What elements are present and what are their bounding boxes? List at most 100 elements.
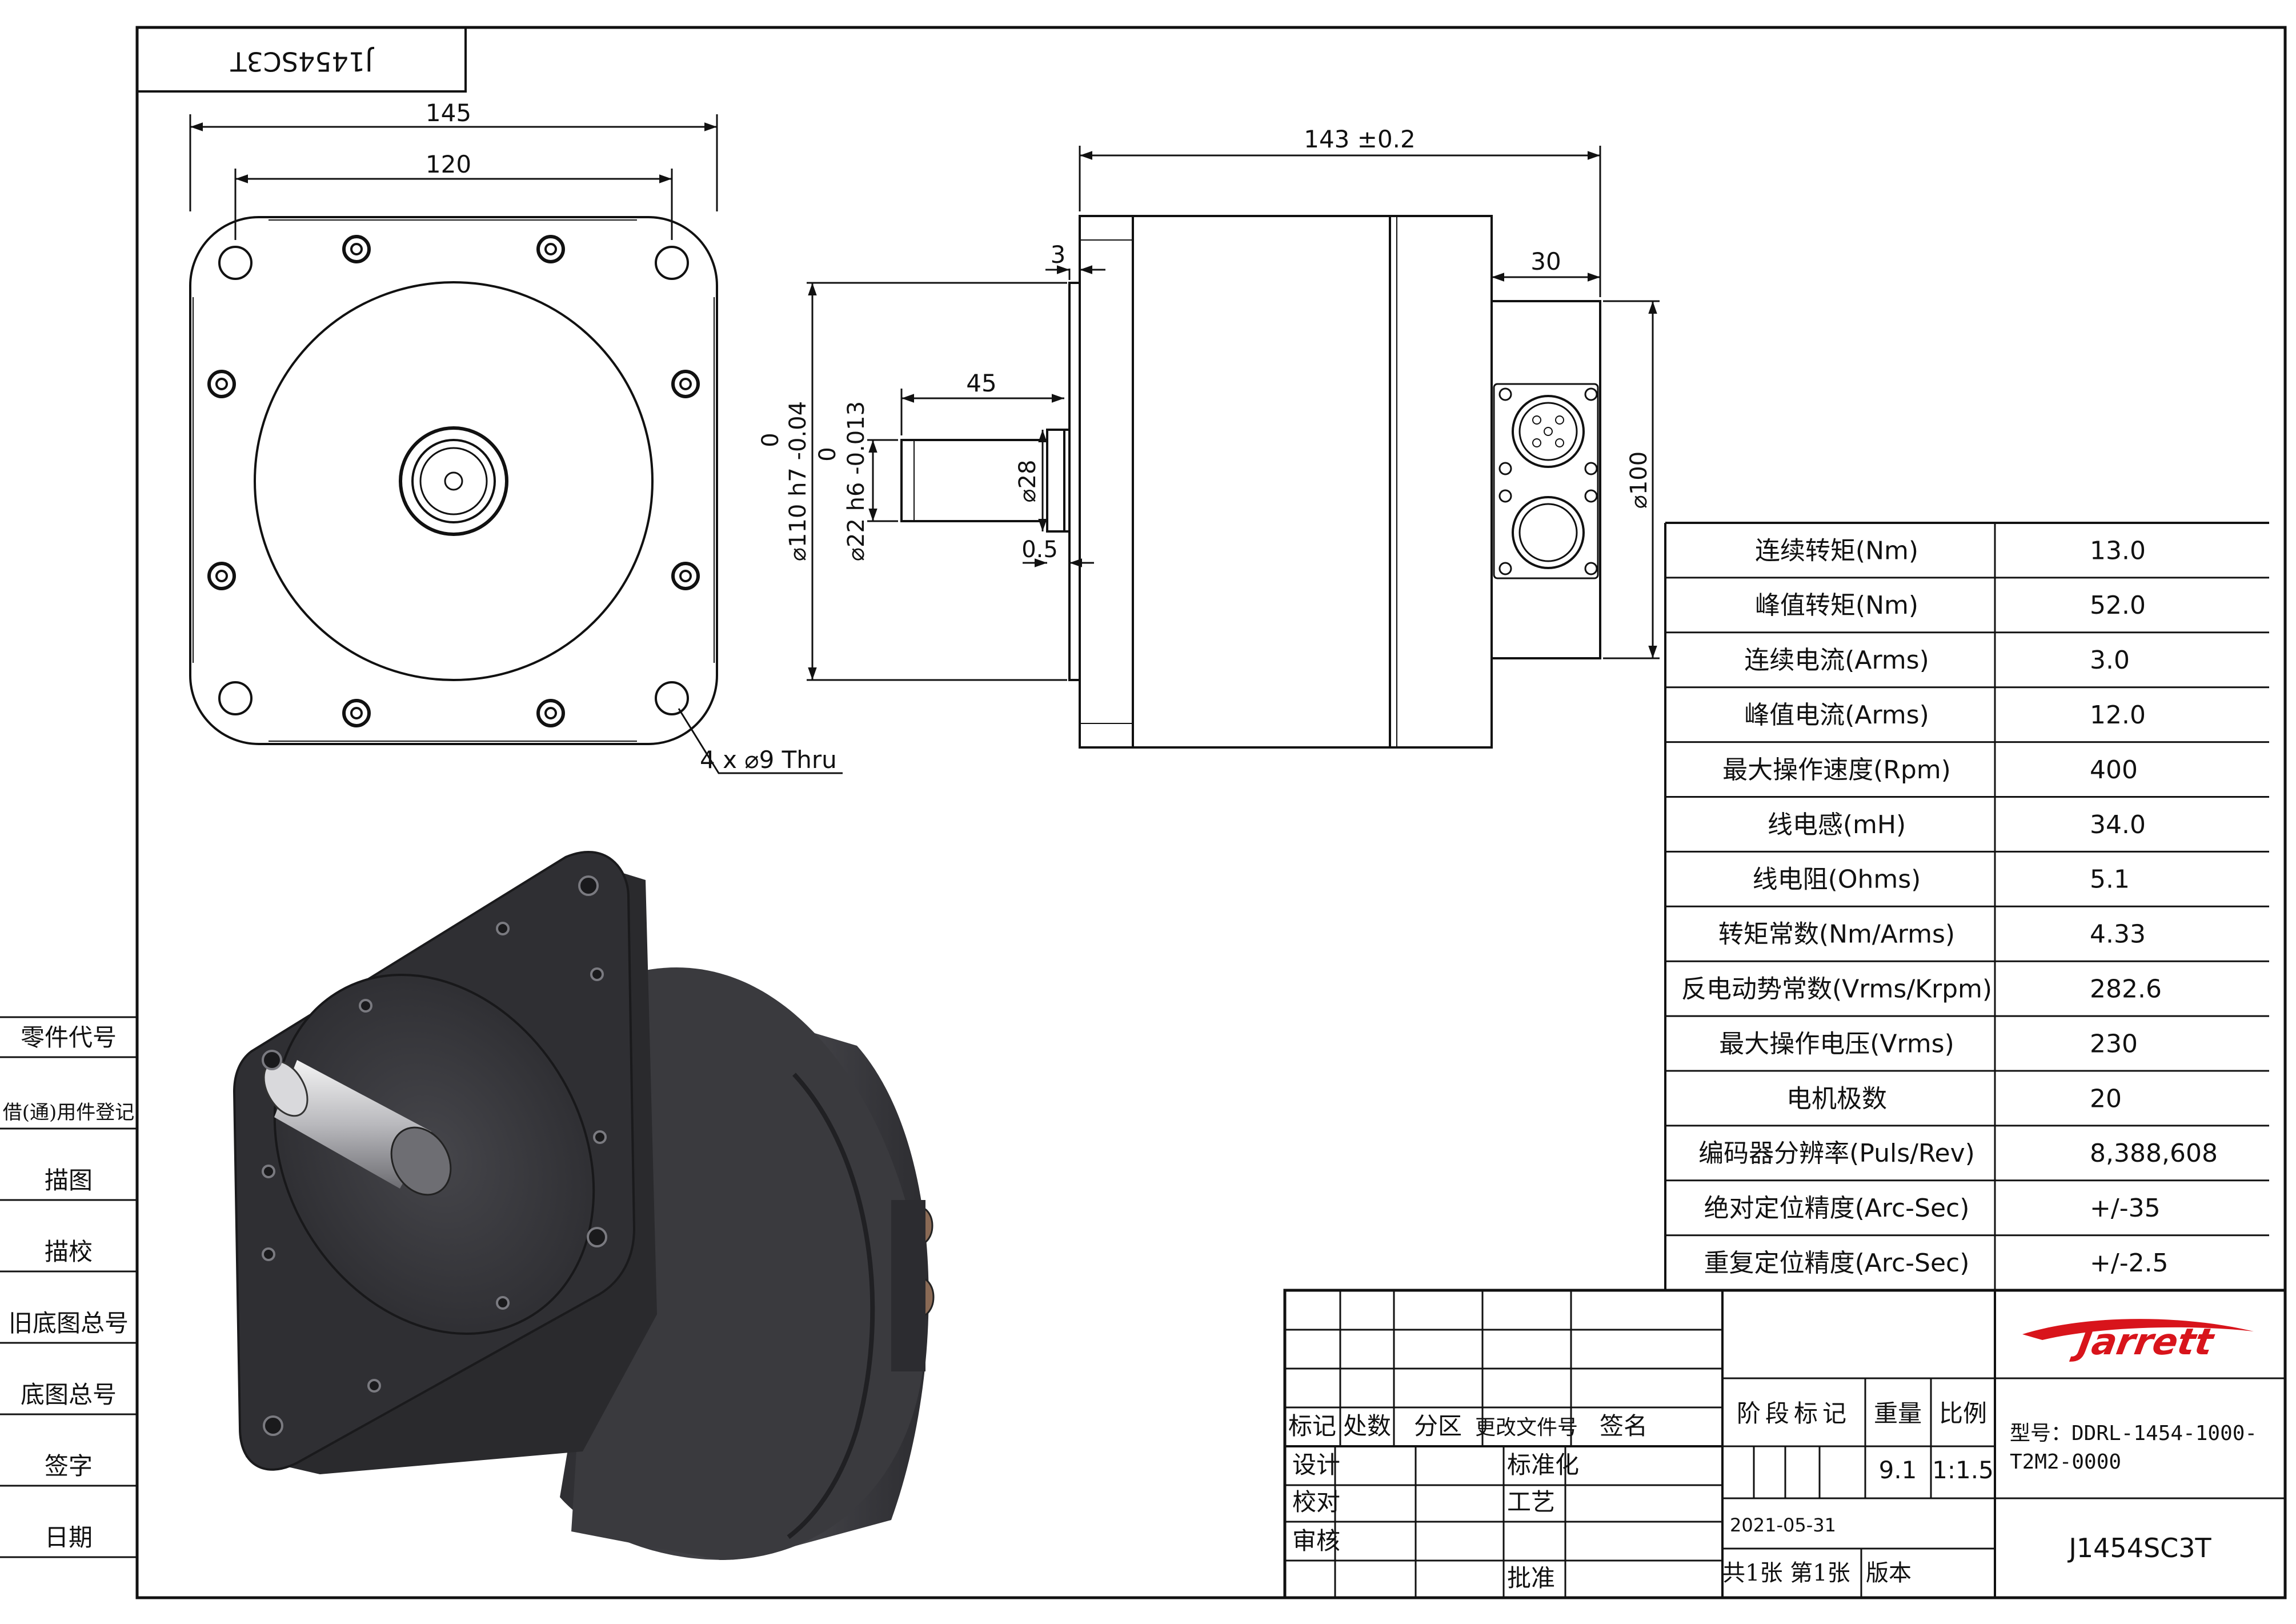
spec-value: 52.0 (2090, 591, 2146, 620)
motor-isometric-render (233, 850, 935, 1560)
sheet-frame (135, 26, 2287, 1599)
spec-label: 线电阻(Ohms) (1753, 865, 1921, 894)
spec-value: 230 (2090, 1029, 2138, 1058)
side-main-body (1132, 215, 1391, 749)
dim-bolt-spacing: 120 (426, 150, 471, 178)
logo-wordmark: Jarrett (2069, 1321, 2218, 1363)
rev-header-sign: 签名 (1600, 1412, 1648, 1440)
side-flange (1079, 215, 1134, 749)
spec-value: 282.6 (2090, 974, 2162, 1003)
value-weight: 9.1 (1879, 1456, 1917, 1484)
iso-connectors (891, 1200, 935, 1371)
spec-label: 绝对定位精度(Arc-Sec) (1704, 1194, 1970, 1223)
label-stage-mark: 阶段标记 (1737, 1399, 1851, 1427)
dim-flange-thickness: 3 (1051, 241, 1066, 269)
side-connector-housing (1490, 300, 1601, 659)
value-date: 2021-05-31 (1730, 1514, 1836, 1536)
mirrored-part-number: J1454SC3T (230, 46, 374, 77)
spec-label: 编码器分辨率(Puls/Rev) (1698, 1139, 1975, 1168)
left-margin-table (0, 1016, 137, 1558)
margin-label-trace-check: 描校 (45, 1238, 93, 1266)
label-standardize: 标准化 (1507, 1451, 1579, 1479)
iso-body-barrel (571, 967, 926, 1560)
spec-value: 4.33 (2090, 920, 2146, 949)
rev-header-change-doc: 更改文件号 (1475, 1416, 1578, 1439)
connector-block (1493, 383, 1599, 579)
drawing-number: J1454SC3T (2067, 1533, 2211, 1563)
label-design: 设计 (1292, 1451, 1340, 1479)
dim-shaft-dia-tol-upper: 0 (815, 447, 841, 461)
spec-label: 最大操作电压(Vrms) (1719, 1029, 1954, 1058)
spec-label: 转矩常数(Nm/Arms) (1718, 920, 1955, 949)
spec-value: 20 (2090, 1084, 2122, 1113)
dim-connector-length: 30 (1530, 247, 1561, 275)
threaded-holes (207, 235, 700, 727)
spec-value: 34.0 (2090, 810, 2146, 839)
dim-step-gap: 0.5 (1021, 537, 1058, 563)
corner-hole-bl (218, 681, 253, 715)
side-rear-cap (1389, 215, 1493, 749)
value-scale: 1:1.5 (1932, 1456, 1994, 1484)
logo-swoosh (2022, 1319, 2254, 1340)
label-sheet-info: 共1张 第1张 (1722, 1560, 1850, 1586)
title-block-text: 标记 处数 分区 更改文件号 签名 设计 标准化 校对 工艺 审核 批准 阶段标… (1288, 1399, 2257, 1592)
margin-label-part-code: 零件代号 (21, 1023, 117, 1051)
rev-header-mark: 标记 (1288, 1412, 1336, 1440)
front-body-circle (254, 281, 654, 681)
front-flange-inner-edge (193, 219, 715, 742)
left-margin-labels: 零件代号 借(通)用件登记 描图 描校 旧底图总号 底图总号 签字 日期 (3, 1023, 135, 1551)
label-weight: 重量 (1874, 1399, 1922, 1427)
dim-body-length: 143 ±0.2 (1304, 125, 1416, 153)
spec-label: 反电动势常数(Vrms/Krpm) (1681, 974, 1992, 1003)
dim-pilot-dia: ⌀110 h7 -0.04 (785, 401, 811, 561)
label-version: 版本 (1866, 1560, 1912, 1586)
margin-label-signature: 签字 (45, 1452, 93, 1480)
spec-value: 3.0 (2090, 646, 2130, 675)
front-pilot-inner (411, 439, 496, 523)
label-check: 校对 (1292, 1488, 1340, 1516)
front-pilot-outer (399, 426, 508, 536)
margin-label-master: 底图总号 (21, 1381, 117, 1409)
margin-label-date: 日期 (45, 1523, 93, 1551)
mirrored-part-number-box: J1454SC3T (136, 26, 467, 93)
spec-value: 5.1 (2090, 865, 2130, 894)
dim-overall-width: 145 (426, 99, 471, 127)
rev-header-zone: 分区 (1414, 1412, 1462, 1440)
dim-shaft-length: 45 (966, 369, 996, 397)
dim-body-dia: ⌀100 (1626, 451, 1652, 509)
spec-label: 最大操作速度(Rpm) (1722, 755, 1951, 785)
spec-label: 重复定位精度(Arc-Sec) (1704, 1249, 1970, 1278)
side-view (900, 215, 1601, 749)
spec-label: 峰值转矩(Nm) (1755, 591, 1918, 620)
front-flange-outline (189, 216, 718, 745)
dim-shaft-dia: ⌀22 h6 -0.013 (843, 401, 869, 561)
label-scale: 比例 (1939, 1399, 1987, 1427)
dim-pilot-dia-tol-upper: 0 (758, 433, 784, 447)
side-pilot-step (1068, 282, 1081, 681)
label-review: 审核 (1292, 1527, 1340, 1555)
model-line-1: 型号：DDRL-1454-1000- (2010, 1422, 2257, 1445)
label-process: 工艺 (1507, 1488, 1555, 1516)
rev-header-count: 处数 (1343, 1412, 1391, 1440)
corner-hole-tl (218, 246, 253, 280)
dim-hole-callout: 4 x ⌀9 Thru (700, 746, 837, 774)
margin-label-tracing: 描图 (45, 1166, 93, 1194)
dim-shaft-step-dia: ⌀28 (1015, 460, 1041, 503)
side-shaft-step (1046, 429, 1065, 533)
spec-value: 8,388,608 (2090, 1139, 2218, 1168)
spec-value: 400 (2090, 755, 2138, 785)
spec-table: 连续转矩(Nm)13.0峰值转矩(Nm)52.0连续电流(Arms)3.0峰值电… (1664, 522, 2269, 1291)
spec-value: +/-2.5 (2090, 1249, 2169, 1278)
spec-label: 线电感(mH) (1768, 810, 1906, 839)
spec-label: 电机极数 (1786, 1084, 1887, 1113)
label-approve: 批准 (1507, 1564, 1555, 1592)
spec-label: 峰值电流(Arms) (1744, 701, 1929, 730)
corner-hole-br (655, 681, 689, 715)
spec-value: 13.0 (2090, 536, 2146, 565)
corner-hole-tr (655, 246, 689, 280)
front-shaft-center (444, 471, 463, 491)
spec-label: 连续转矩(Nm) (1755, 536, 1918, 565)
margin-label-shared-parts: 借(通)用件登记 (3, 1101, 135, 1124)
title-block (1283, 1289, 2287, 1599)
